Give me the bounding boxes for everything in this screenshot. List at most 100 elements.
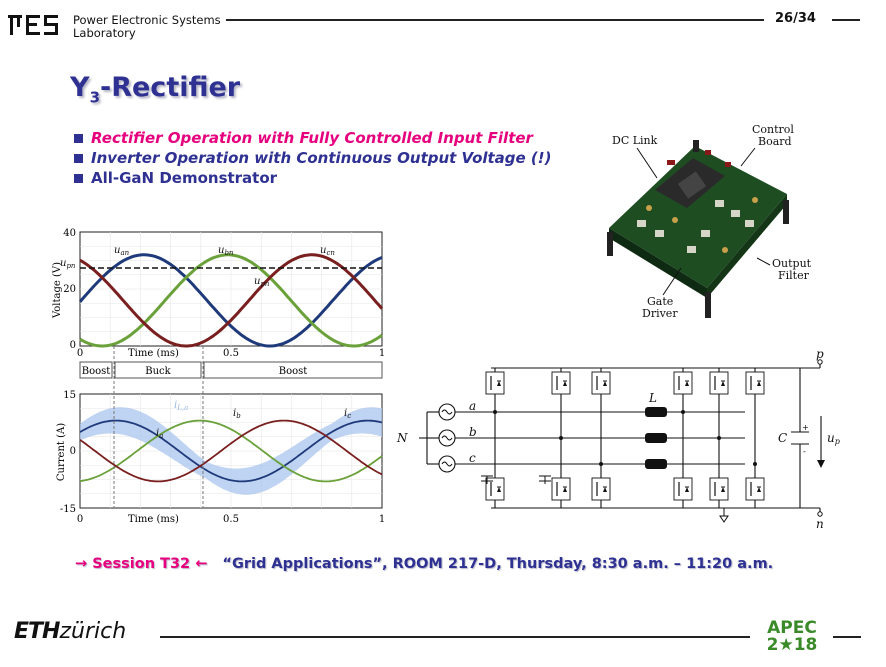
session-line: → Session T32 ← “Grid Applications”, ROO…	[75, 556, 773, 572]
node-a: a	[469, 399, 476, 413]
switch-cell	[709, 371, 729, 395]
i-xtick: 0.5	[223, 514, 239, 525]
bullet-text: Rectifier Operation with Fully Controlle…	[91, 129, 533, 147]
series-i_a	[79, 419, 383, 483]
label-gate-1: Gate	[647, 295, 673, 308]
v-xtick: 0.5	[223, 348, 239, 359]
switch-cell	[673, 477, 693, 501]
label-ia: ia	[156, 428, 163, 440]
bullet-item: All-GaN Demonstrator	[74, 168, 552, 188]
session-details: “Grid Applications”, ROOM 217-D, Thursda…	[222, 556, 774, 572]
title-main: Y	[70, 72, 90, 103]
ground-icon	[719, 515, 729, 523]
switch-cell	[551, 477, 571, 501]
apec-text: APEC	[767, 618, 817, 638]
voltage-series	[78, 253, 384, 348]
mode-bar: Boost Buck Boost	[79, 361, 383, 379]
junction-dot	[753, 462, 757, 466]
mode-box-boost	[203, 361, 383, 379]
mode-box-boost	[79, 361, 113, 379]
eth-wordmark: ETH	[14, 619, 60, 644]
label-ubn: ubn	[218, 245, 234, 257]
label-control-2: Board	[758, 135, 792, 148]
terminal-n-icon	[817, 511, 823, 517]
label-ic: ic	[344, 408, 351, 420]
demonstrator-photo: DC Link Control Board Output Filter Gate…	[607, 123, 812, 320]
switch-cell	[485, 371, 505, 395]
arrow-left-icon: ←	[195, 556, 208, 572]
node-N: N	[396, 431, 408, 445]
waveform-charts: 40 20 0 0 0.5 1 Time (ms) Voltage (V) up…	[52, 228, 385, 525]
lab-name: Power Electronic Systems Laboratory	[73, 14, 221, 40]
apec-year: 2★18	[766, 635, 818, 655]
page-title: Y3-Rectifier	[70, 72, 240, 106]
cap-minus: -	[803, 447, 806, 456]
mode-box-buck	[114, 361, 202, 379]
footer-rule-right	[833, 636, 861, 638]
v-ytick: 20	[63, 284, 76, 295]
series-i_b	[79, 419, 383, 483]
label-uan: uan	[114, 245, 130, 257]
node-n: n	[816, 517, 824, 530]
bullet-text: Inverter Operation with Continuous Outpu…	[91, 149, 552, 167]
i-xlabel: Time (ms)	[128, 514, 179, 525]
cap-plus: +	[802, 423, 809, 432]
v-ytick: 40	[63, 228, 76, 239]
switch-cell	[673, 371, 693, 395]
label-gate-2: Driver	[642, 307, 678, 320]
session-name: Session T32	[92, 556, 191, 572]
junction-dot	[559, 436, 563, 440]
bullet-square-icon	[74, 173, 83, 183]
circuit-schematic: a b c N L C p n upn + -	[396, 350, 840, 530]
bullet-item: Rectifier Operation with Fully Controlle…	[74, 128, 552, 148]
junction-dot	[493, 410, 497, 414]
switch-cell	[745, 477, 765, 501]
i-ylabel: Current (A)	[56, 423, 67, 481]
zurich-wordmark: zürich	[59, 619, 127, 644]
mode-label: Boost	[279, 366, 308, 377]
node-c: c	[469, 451, 476, 465]
bullet-text: All-GaN Demonstrator	[91, 169, 278, 187]
current-series	[79, 407, 383, 495]
label-control-1: Control	[752, 123, 794, 136]
page-number: 26/34	[775, 11, 816, 26]
switch-cell	[591, 371, 611, 395]
switch-cell	[485, 477, 505, 501]
bullet-item: Inverter Operation with Continuous Outpu…	[74, 148, 552, 168]
mode-label: Buck	[145, 366, 171, 377]
label-upn-schematic: upn	[827, 431, 840, 446]
eth-logo: ETHzürich	[14, 619, 126, 644]
title-subscript: 3	[89, 88, 100, 107]
title-rest: -Rectifier	[100, 72, 241, 103]
label-output-1: Output	[772, 257, 812, 270]
bullet-list: Rectifier Operation with Fully Controlle…	[74, 128, 552, 188]
label-dc-link: DC Link	[612, 134, 658, 147]
label-upn: upn	[254, 276, 270, 288]
junction-dot	[599, 462, 603, 466]
mode-label: Boost	[82, 366, 111, 377]
series-u_an	[78, 253, 383, 348]
series-u_bn	[79, 253, 383, 348]
v-ylabel: Voltage (V)	[52, 262, 63, 319]
header-rule-right	[832, 19, 860, 21]
label-ib: ib	[233, 408, 241, 420]
header-rule	[226, 19, 764, 21]
lab-name-line1: Power Electronic Systems	[73, 13, 221, 27]
pes-logo	[8, 13, 60, 37]
switch-cells	[481, 368, 765, 508]
inductor-icons	[645, 407, 667, 469]
switch-cell	[709, 477, 729, 501]
arrow-right-icon: →	[75, 556, 88, 572]
bullet-square-icon	[74, 153, 83, 163]
label-upn-left: upn	[60, 258, 76, 270]
series-u_cn	[79, 253, 384, 348]
switch-cell	[745, 371, 765, 395]
switch-cell	[551, 371, 571, 395]
junction-dot	[681, 410, 685, 414]
upn-arrow-icon	[817, 460, 825, 468]
label-ila: iL,a	[174, 400, 188, 412]
i-ytick: -15	[60, 504, 76, 515]
switch-cell	[591, 477, 611, 501]
v-xtick: 0	[77, 348, 83, 359]
i-xtick: 0	[77, 514, 83, 525]
